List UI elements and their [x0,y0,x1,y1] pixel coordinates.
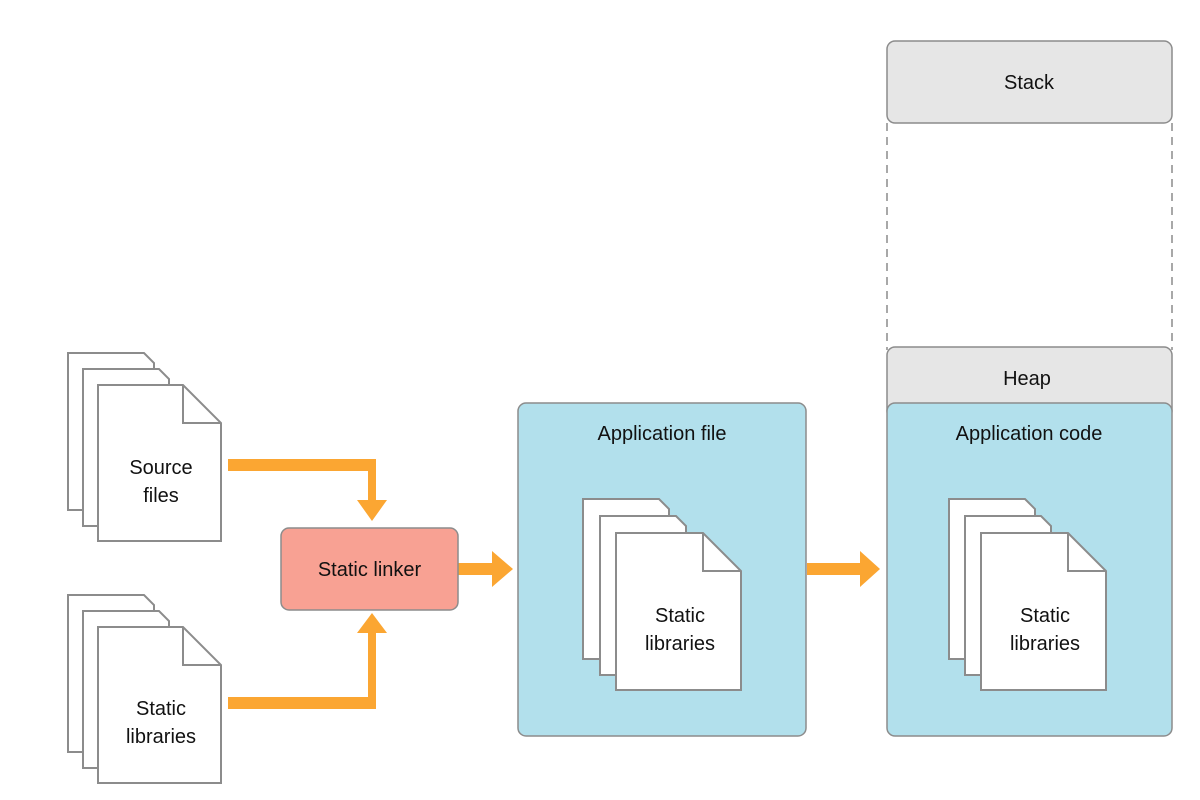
memory-layout: Stack Heap Application code Static libra… [886,40,1173,737]
heap-label: Heap [1003,368,1051,390]
application-file-libraries-page-fold [702,533,741,572]
stack-segment [886,40,1173,124]
application-file-libraries-sheet-front [615,532,742,691]
static-libraries-input-label-line2: libraries [126,726,196,748]
static-libraries-input-label-line1: Static [136,698,186,720]
arrow-source-to-linker [228,459,387,521]
static-libraries-input-icon [67,594,222,784]
source-files-page-fold [182,385,221,424]
application-code-libraries-sheet-front [980,532,1107,691]
arrow-linker-to-application-file [458,551,513,587]
application-file-libraries-icon [582,498,742,691]
application-code-libraries-label-line2: libraries [1010,633,1080,655]
stack-label: Stack [1004,72,1055,94]
arrow-application-file-to-memory [807,551,880,587]
application-code-libraries-icon [948,498,1107,691]
application-file-libraries-label-line2: libraries [645,633,715,655]
source-files-label-line1: Source [129,457,192,479]
source-files-icon [67,352,222,542]
arrows [228,459,880,709]
static-linker-box [280,527,459,611]
static-libraries-input-page-fold [182,627,221,666]
static-linker-label: Static linker [318,559,422,581]
application-file-libraries-label-line1: Static [655,605,705,627]
source-files-label-line2: files [143,485,179,507]
application-code-libraries-page-fold [1067,533,1106,572]
application-file-title: Application file [598,423,727,445]
arrow-libraries-to-linker [228,613,387,709]
application-code-title: Application code [956,423,1103,445]
application-code-libraries-label-line1: Static [1020,605,1070,627]
